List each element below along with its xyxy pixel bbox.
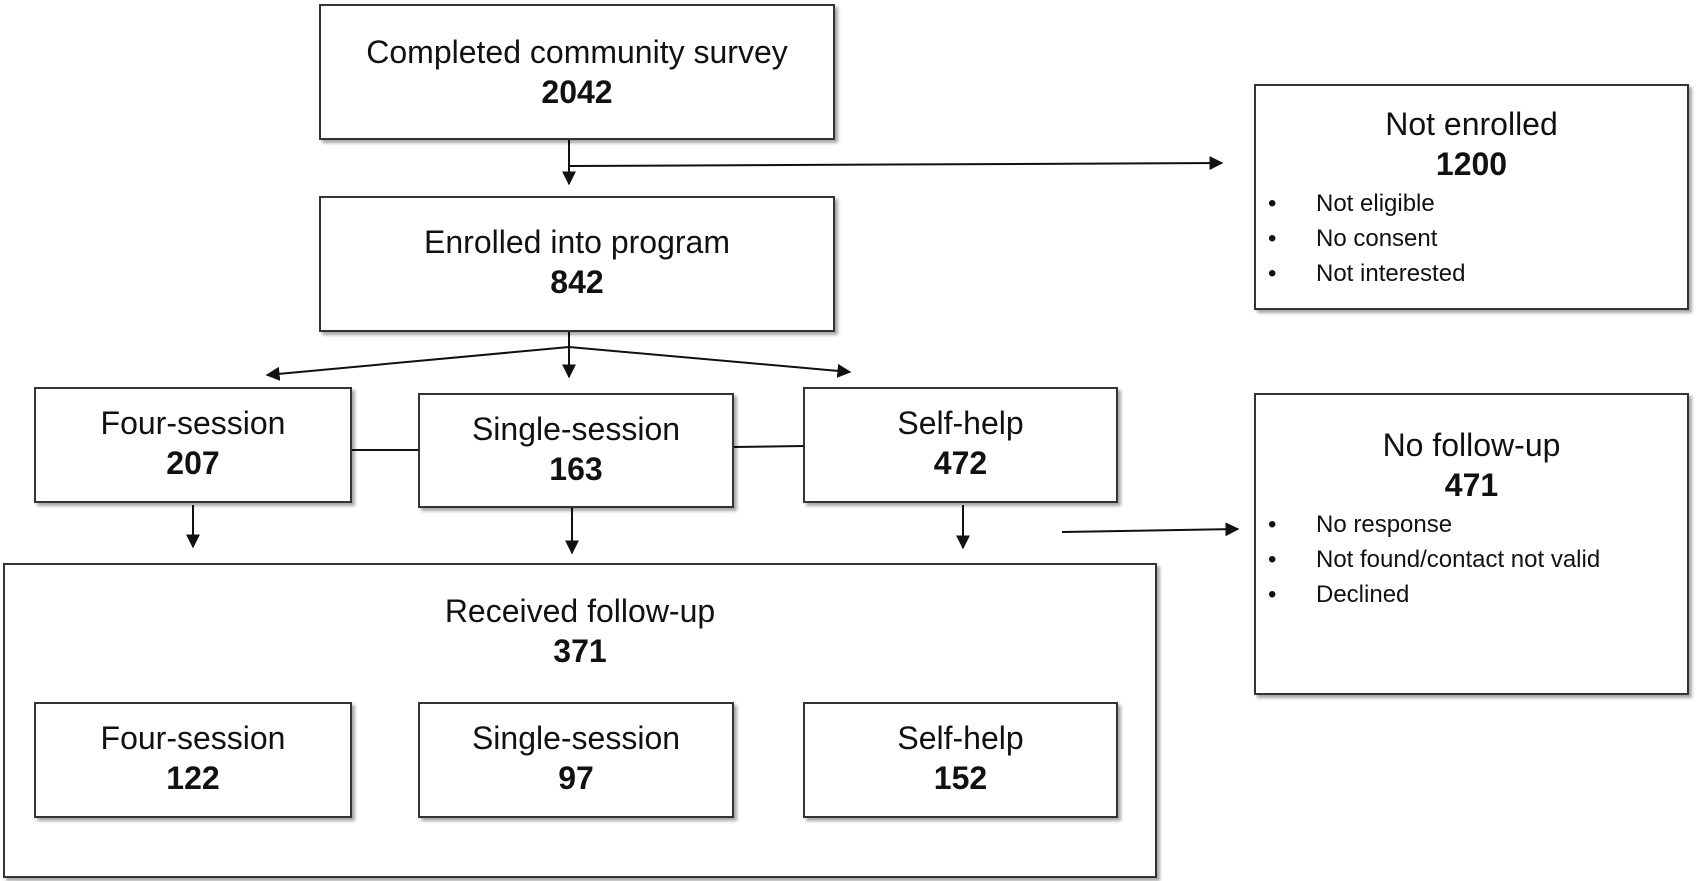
followup-count: 371 [553, 633, 607, 669]
survey-count: 2042 [541, 74, 613, 110]
group-count: 163 [549, 451, 603, 487]
group-count: 122 [166, 760, 220, 796]
group-label: Four-session [100, 720, 286, 756]
reason-item: •Declined [1268, 581, 1410, 608]
arrow-to-no-followup [1061, 522, 1240, 537]
enrolled-count: 842 [550, 264, 604, 300]
survey-label: Completed community survey [366, 34, 788, 70]
followup-group-self-help: Self-help 152 [803, 702, 1118, 818]
not-enrolled-box: Not enrolled 1200 •Not eligible •No cons… [1254, 84, 1689, 310]
group-count: 152 [933, 760, 988, 796]
reason-item: •Not interested [1268, 260, 1466, 287]
no-followup-label: No follow-up [1382, 427, 1561, 463]
group-label: Self-help [897, 720, 1024, 756]
reason-item: •No response [1268, 511, 1453, 538]
group-count: 97 [558, 760, 594, 796]
group-four-session: Four-session 207 [34, 387, 352, 503]
no-followup-reasons: •No response •Not found/contact not vali… [1256, 507, 1687, 612]
group-single-session: Single-session 163 [418, 393, 734, 508]
not-enrolled-reasons: •Not eligible •No consent •Not intereste… [1256, 186, 1687, 291]
arrow-to-four-session [265, 346, 570, 381]
not-enrolled-label: Not enrolled [1385, 106, 1558, 142]
group-self-help: Self-help 472 [803, 387, 1118, 503]
group-label: Self-help [897, 405, 1024, 441]
arrow-to-not-enrolled [568, 156, 1224, 171]
group-label: Single-session [471, 720, 681, 756]
reason-item: •No consent [1268, 225, 1438, 252]
no-followup-box: No follow-up 471 •No response •Not found… [1254, 393, 1689, 695]
group-count: 207 [166, 445, 220, 481]
no-followup-count: 471 [1444, 467, 1499, 503]
reason-item: •Not found/contact not valid [1268, 546, 1601, 573]
not-enrolled-count: 1200 [1435, 146, 1508, 182]
survey-box: Completed community survey 2042 [319, 4, 835, 140]
arrow-to-self-help [568, 346, 852, 378]
group-count: 472 [933, 445, 988, 481]
reason-item: •Not eligible [1268, 190, 1435, 217]
followup-group-four-session: Four-session 122 [34, 702, 352, 818]
group-label: Four-session [100, 405, 286, 441]
followup-label: Received follow-up [444, 593, 716, 629]
link-single-self [733, 445, 804, 448]
followup-group-single-session: Single-session 97 [418, 702, 734, 818]
group-label: Single-session [471, 411, 681, 447]
enrolled-box: Enrolled into program 842 [319, 196, 835, 332]
enrolled-label: Enrolled into program [424, 224, 730, 260]
